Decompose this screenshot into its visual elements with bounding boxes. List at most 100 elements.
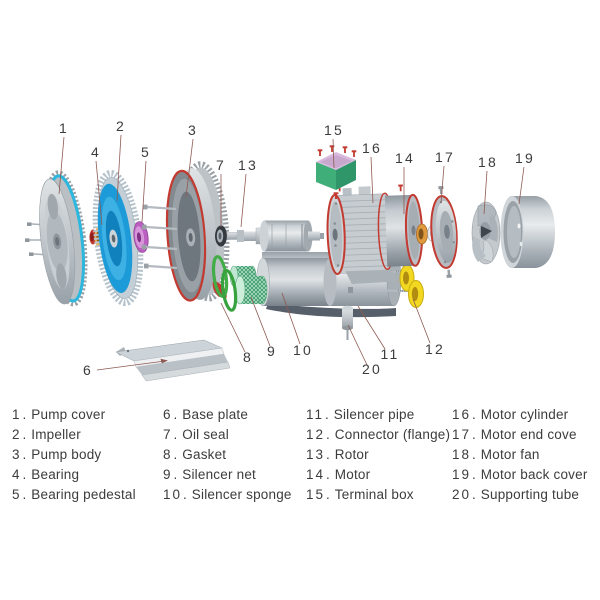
legend-item-label: Silencer net xyxy=(182,467,256,482)
legend-item-label: Bearing xyxy=(31,467,80,482)
legend-item-label: Rotor xyxy=(334,447,369,462)
legend-item-number: 6 xyxy=(163,407,182,422)
legend-item: 6Base plate xyxy=(163,405,292,425)
callout-17: 17 xyxy=(435,149,455,165)
legend-item-number: 9 xyxy=(163,467,182,482)
callout-10: 10 xyxy=(293,342,313,358)
legend-item-label: Bearing pedestal xyxy=(31,487,136,502)
legend-item-number: 5 xyxy=(12,487,31,502)
legend-item-label: Motor end cove xyxy=(480,427,577,442)
callout-8: 8 xyxy=(243,349,253,365)
legend-item-label: Pump body xyxy=(31,447,102,462)
legend-item-number: 19 xyxy=(452,467,481,482)
callout-5: 5 xyxy=(141,144,151,160)
part-gasket xyxy=(211,255,238,312)
part-silencer-net xyxy=(229,265,268,305)
part-connector-flange xyxy=(399,264,424,308)
legend-item-number: 7 xyxy=(163,427,182,442)
callout-12: 12 xyxy=(425,341,445,357)
legend-item-label: Terminal box xyxy=(334,487,414,502)
legend-item-number: 1 xyxy=(12,407,31,422)
part-rotor xyxy=(226,220,324,252)
callout-14: 14 xyxy=(395,150,415,166)
legend-column-2: 6Base plate 7Oil seal 8Gasket 9Silencer … xyxy=(163,405,292,505)
legend-item: 3Pump body xyxy=(12,445,136,465)
legend-item-number: 20 xyxy=(452,487,481,502)
part-supporting-tube xyxy=(342,305,353,340)
legend-item: 1Pump cover xyxy=(12,405,136,425)
legend-item-label: Gasket xyxy=(182,447,227,462)
legend-item: 13Rotor xyxy=(306,445,450,465)
legend-item-number: 3 xyxy=(12,447,31,462)
legend-item-number: 15 xyxy=(306,487,335,502)
legend-column-4: 16Motor cylinder 17Motor end cove 18Moto… xyxy=(452,405,588,505)
part-motor-back-cover xyxy=(500,196,555,268)
callout-16: 16 xyxy=(362,140,382,156)
part-motor-end-cover xyxy=(430,185,458,278)
legend-item-label: Impeller xyxy=(31,427,81,442)
legend-item-number: 14 xyxy=(306,467,335,482)
callout-3: 3 xyxy=(188,122,198,138)
legend-item-number: 16 xyxy=(452,407,481,422)
legend-item-label: Connector (flange) xyxy=(334,427,451,442)
callout-15: 15 xyxy=(324,122,344,138)
legend-item: 7Oil seal xyxy=(163,425,292,445)
legend-column-1: 1Pump cover 2Impeller 3Pump body 4Bearin… xyxy=(12,405,136,505)
part-pump-cover xyxy=(39,170,88,307)
legend-item-number: 8 xyxy=(163,447,182,462)
callout-4: 4 xyxy=(91,144,101,160)
legend-column-3: 11Silencer pipe 12Connector (flange) 13R… xyxy=(306,405,450,505)
motor-bearing-ring xyxy=(416,223,428,245)
callout-2: 2 xyxy=(116,118,126,134)
callout-20: 20 xyxy=(362,361,382,377)
legend-item: 2Impeller xyxy=(12,425,136,445)
part-base-plate xyxy=(115,339,231,382)
legend-item: 16Motor cylinder xyxy=(452,405,588,425)
callout-7: 7 xyxy=(216,157,226,173)
legend-item-label: Supporting tube xyxy=(480,487,580,502)
legend-item: 18Motor fan xyxy=(452,445,588,465)
legend-item-number: 13 xyxy=(306,447,335,462)
callout-1: 1 xyxy=(59,120,69,136)
legend-item-number: 11 xyxy=(306,407,334,422)
legend-item-label: Base plate xyxy=(182,407,249,422)
part-silencer-sponge xyxy=(256,257,337,307)
legend-item-number: 4 xyxy=(12,467,31,482)
legend-item-number: 2 xyxy=(12,427,31,442)
legend-item: 17Motor end cove xyxy=(452,425,588,445)
callout-18: 18 xyxy=(478,154,498,170)
callout-9: 9 xyxy=(267,343,277,359)
legend-item-label: Motor fan xyxy=(480,447,540,462)
legend-item: 19Motor back cover xyxy=(452,465,588,485)
legend-item-label: Motor cylinder xyxy=(480,407,569,422)
legend-item-label: Motor back cover xyxy=(480,467,588,482)
legend-item-label: Silencer sponge xyxy=(191,487,292,502)
legend-item: 9Silencer net xyxy=(163,465,292,485)
legend-item: 4Bearing xyxy=(12,465,136,485)
legend-item-label: Silencer pipe xyxy=(333,407,415,422)
callout-6: 6 xyxy=(83,362,93,378)
part-oil-seal xyxy=(215,225,227,247)
legend-item-number: 10 xyxy=(163,487,192,502)
part-motor-fan xyxy=(471,201,501,265)
legend-item: 11Silencer pipe xyxy=(306,405,450,425)
part-motor xyxy=(326,183,424,285)
legend-item-number: 17 xyxy=(452,427,481,442)
legend-item: 14Motor xyxy=(306,465,450,485)
pump-body-screws xyxy=(142,204,178,270)
legend-item-label: Pump cover xyxy=(31,407,106,422)
callout-13: 13 xyxy=(238,157,258,173)
terminal-box-screws xyxy=(317,145,357,157)
legend-item: 15Terminal box xyxy=(306,485,450,505)
parts-legend: 1Pump cover 2Impeller 3Pump body 4Bearin… xyxy=(0,405,600,515)
legend-item: 8Gasket xyxy=(163,445,292,465)
callout-19: 19 xyxy=(515,150,535,166)
legend-item-number: 18 xyxy=(452,447,481,462)
legend-item: 10Silencer sponge xyxy=(163,485,292,505)
legend-item-number: 12 xyxy=(306,427,335,442)
legend-item-label: Motor xyxy=(334,467,371,482)
leader-lines xyxy=(58,134,525,371)
legend-item: 20Supporting tube xyxy=(452,485,588,505)
